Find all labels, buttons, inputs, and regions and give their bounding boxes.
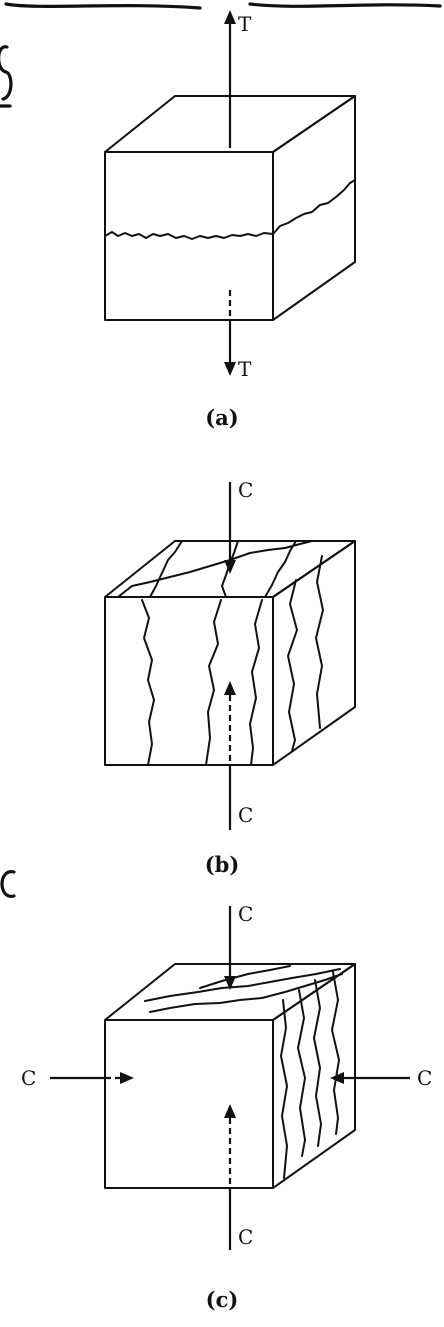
cube-c-front-face [104, 1019, 274, 1189]
cube-a-side-face [272, 95, 356, 321]
force-label-c-right: C [417, 1066, 432, 1090]
force-label-a-bottom: T [238, 357, 252, 381]
cropped-letter-c [0, 870, 16, 898]
caption-c: (c) [206, 1287, 239, 1312]
cube-b-front-face [104, 596, 274, 766]
force-label-c-top: C [238, 902, 253, 926]
cube-b [104, 540, 356, 766]
caption-b: (b) [205, 852, 240, 877]
arrow-c-left [50, 1072, 134, 1084]
cropped-letter-s [0, 45, 13, 101]
arrow-a-top [224, 10, 236, 148]
panel-a-uniaxial-tension: T T (a) [104, 10, 356, 430]
cracks-c [144, 965, 343, 1179]
panel-c-biaxial-compression: C C C C (c) [21, 902, 432, 1312]
cube-b-side-face [272, 540, 356, 766]
force-label-c-bottom: C [238, 1225, 253, 1249]
cropped-edge-artifacts [0, 2, 442, 898]
arrow-b-top [224, 482, 236, 574]
arrow-b-bottom [224, 681, 236, 830]
force-label-b-bottom: C [238, 803, 253, 827]
cube-c [104, 963, 356, 1189]
caption-a: (a) [205, 405, 238, 430]
force-label-b-top: C [238, 478, 253, 502]
panel-b-uniaxial-compression: C C (b) [104, 478, 356, 877]
arrow-c-right [330, 1072, 410, 1084]
arrow-c-bottom [224, 1104, 236, 1250]
cracks-b [117, 540, 324, 766]
crack-a-horizontal [104, 179, 356, 240]
arrow-a-bottom [224, 290, 236, 376]
cube-c-side-face [272, 963, 356, 1189]
force-label-a-top: T [238, 12, 252, 36]
arrow-c-top [224, 906, 236, 990]
force-label-c-left: C [21, 1066, 36, 1090]
